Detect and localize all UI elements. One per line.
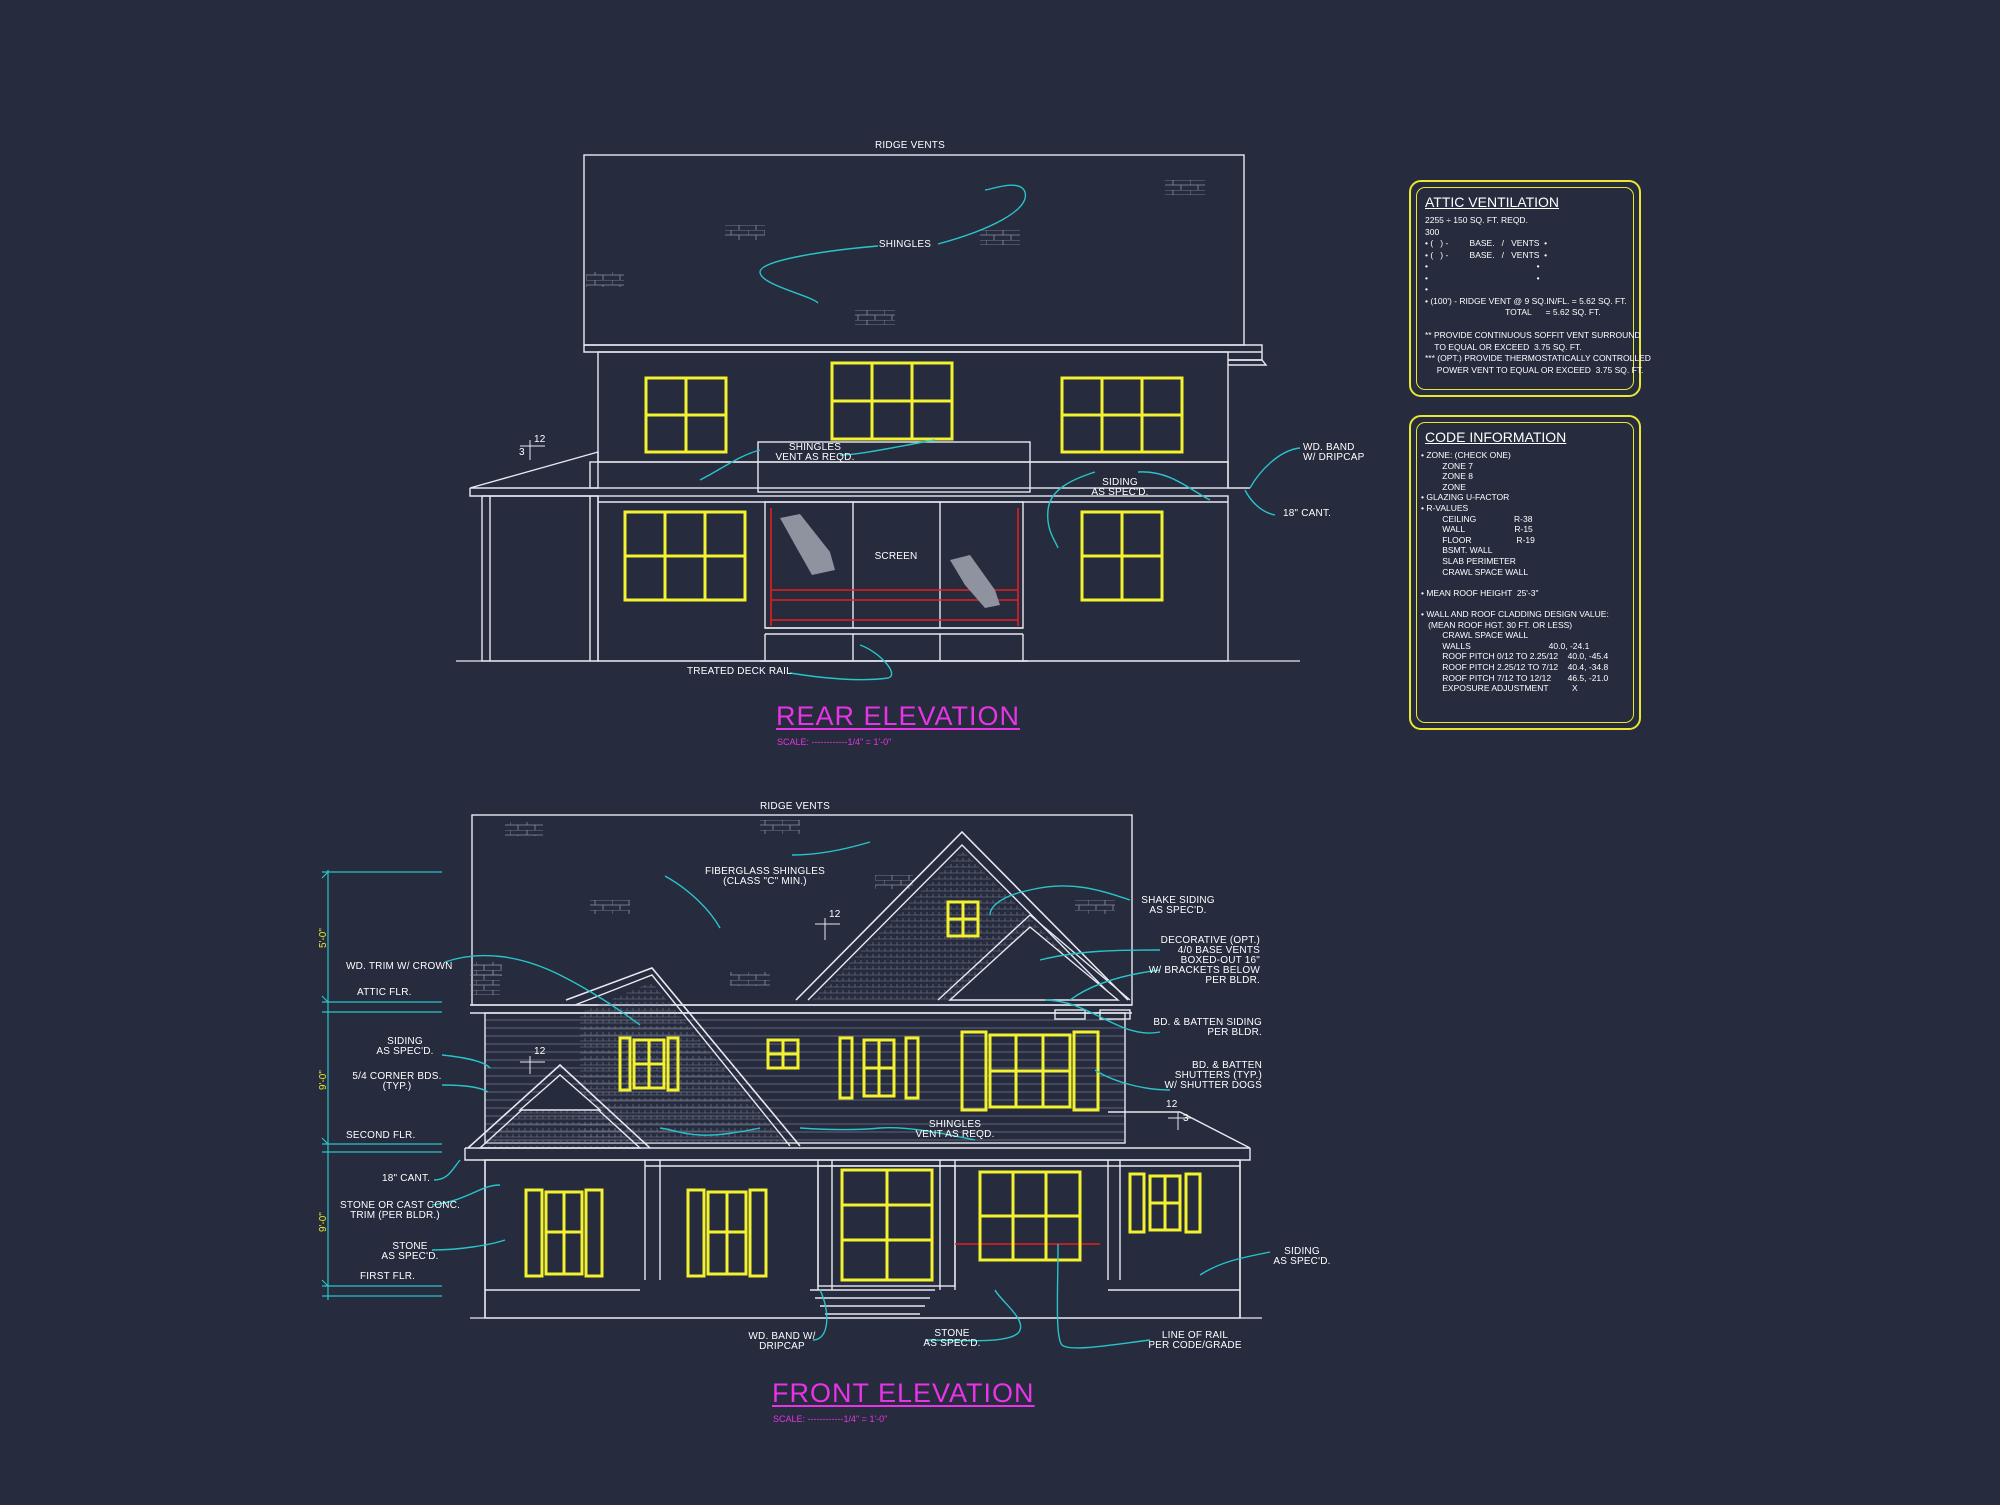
front-pitch-c: 12 — [1166, 1099, 1178, 1110]
pitch-symbols — [520, 440, 1192, 1130]
note-line: 300 — [1425, 226, 1440, 237]
note-line: EXPOSURE ADJUSTMENT x — [1421, 683, 1578, 694]
note-line: ZONE — [1421, 481, 1466, 492]
front-wd-trim-label: WD. TRIM W/ CROWN — [346, 961, 453, 972]
level-dimension-lines — [321, 870, 442, 1300]
note-line: TO EQUAL OR EXCEED 3.75 SQ. FT. — [1425, 341, 1582, 352]
front-first-flr-label: FIRST FLR. — [360, 1271, 416, 1282]
note-line: FLOOR R-19 — [1421, 534, 1535, 545]
note-line: • ( ) - BASE. / VENTS • — [1425, 249, 1548, 260]
front-wd-band-label: WD. BAND W/ DRIPCAP — [748, 1331, 816, 1352]
rear-deck-rail-label: TREATED DECK RAIL — [687, 666, 792, 677]
front-elevation-scale: SCALE: ------------1/4" = 1'-0" — [773, 1414, 888, 1424]
front-stone2-label: STONE AS SPEC'D. — [923, 1328, 981, 1349]
dimension-attic: 5'-0" — [318, 928, 329, 948]
front-shake-siding-label: SHAKE SIDING AS SPEC'D. — [1141, 895, 1215, 916]
note-line: • GLAZING U-FACTOR — [1421, 492, 1510, 503]
note-line: • ZONE: (CHECK ONE) — [1421, 450, 1511, 460]
note-line: WALLS 40.0, -24.1 — [1421, 640, 1590, 651]
rear-screen-label: SCREEN — [874, 551, 918, 562]
rear-windows — [623, 361, 1184, 602]
note-line: ZONE 7 — [1421, 460, 1473, 471]
rear-shingles-label: SHINGLES — [878, 239, 932, 250]
note-line: CEILING R-38 — [1421, 513, 1533, 524]
rear-elevation-title: REAR ELEVATION — [776, 701, 1021, 731]
front-attic-flr-label: ATTIC FLR. — [357, 987, 412, 998]
note-line: ** PROVIDE CONTINUOUS SOFFIT VENT SURROU… — [1425, 330, 1641, 340]
note-line: BSMT. WALL — [1421, 545, 1493, 556]
dimension-first: 9'-0" — [318, 1212, 329, 1232]
rear-pitch-rise: 12 — [534, 434, 546, 445]
front-decorative-label: DECORATIVE (OPT.) 4/0 BASE VENTS BOXED-O… — [1148, 935, 1260, 986]
front-pitch-c-run: 3 — [1183, 1113, 1189, 1124]
code-information-border — [1416, 422, 1634, 723]
note-line: • • — [1425, 261, 1540, 271]
screen-glare — [780, 514, 1000, 608]
note-line: (MEAN ROOF HGT. 30 ft. OR LESS) — [1421, 619, 1573, 630]
code-information-panel: CODE INFORMATION • ZONE: (CHECK ONE) ZON… — [1409, 415, 1641, 730]
rear-siding-label: SIDING AS SPEC'D. — [1091, 477, 1149, 498]
front-batten-siding-label: BD. & BATTEN SIDING PER BLDR. — [1153, 1017, 1262, 1038]
front-batten-shutters-label: BD. & BATTEN SHUTTERS (TYP.) W/ SHUTTER … — [1164, 1060, 1262, 1091]
note-line: CRAWL SPACE WALL — [1421, 630, 1529, 641]
note-line: • MEAN ROOF HEIGHT 25'-3" — [1421, 587, 1539, 598]
note-line: ROOF PITCH 0/12 TO 2.25/12 40.0, -45.4 — [1421, 651, 1609, 662]
roof-texture — [470, 965, 500, 995]
rear-vent-label: SHINGLES VENT AS REQD. — [775, 442, 855, 463]
front-pitch-b: 12 — [534, 1046, 546, 1057]
note-line: SLAB PERIMETER — [1421, 556, 1516, 566]
front-windows — [524, 900, 1202, 1282]
note-line: TOTAL = 5.62 SQ. FT. — [1425, 307, 1601, 317]
note-line: • WALL AND ROOF CLADDING DESIGN VALUE: — [1421, 609, 1609, 619]
note-line: POWER VENT TO EQUAL OR EXCEED 3.75 SQ. F… — [1425, 364, 1644, 375]
front-corner-bds-label: 5/4 CORNER BDS. (TYP.) — [352, 1071, 442, 1092]
rear-elevation-scale: SCALE: ------------1/4" = 1'-0" — [777, 737, 892, 747]
note-line: ZONE 8 — [1421, 471, 1473, 482]
attic-ventilation-border — [1416, 187, 1634, 390]
rear-band-label: WD. BAND W/ DRIPCAP — [1303, 442, 1365, 463]
front-vent-label: SHINGLES VENT AS REQD. — [915, 1119, 995, 1140]
front-siding-label: SIDING AS SPEC'D. — [376, 1036, 434, 1057]
note-line: *** (OPT.) PROVIDE THERMOSTATICALLY CONT… — [1425, 353, 1651, 363]
note-line: • (100') - RIDGE VENT @ 9 sq.in/FL. = 5.… — [1425, 295, 1627, 306]
note-line: CRAWL SPACE WALL — [1421, 566, 1529, 577]
dimension-second: 9'-0" — [318, 1070, 329, 1090]
front-stone-label: STONE AS SPEC'D. — [381, 1241, 439, 1262]
note-line: 2255 ÷ 150 sq. ft. REQD. — [1425, 215, 1528, 225]
code-information-title: CODE INFORMATION — [1425, 429, 1567, 445]
note-line: WALL R-15 — [1421, 524, 1533, 535]
note-line: ROOF PITCH 2.25/12 TO 7/12 40.4, -34.8 — [1421, 662, 1609, 672]
attic-ventilation-title: ATTIC VENTILATION — [1425, 194, 1560, 210]
note-line: • ( ) - BASE. / VENTS • — [1425, 238, 1548, 248]
leader-lines — [431, 184, 1301, 1349]
front-second-flr-label: SECOND FLR. — [346, 1130, 416, 1141]
note-line: ROOF PITCH 7/12 TO 12/12 46.5, -21.0 — [1421, 672, 1609, 683]
front-ridge-vents-label: RIDGE VENTS — [760, 801, 830, 812]
front-cant-label: 18" CANT. — [382, 1173, 431, 1184]
front-rail-label: LINE OF RAIL PER CODE/GRADE — [1148, 1330, 1242, 1351]
rear-elevation-drawing — [456, 154, 1300, 662]
note-line: • R-VALUES — [1421, 503, 1469, 513]
rear-ridge-vents-label: RIDGE VENTS — [875, 140, 945, 151]
rear-pitch-run: 3 — [519, 447, 525, 458]
front-stone-trim-label: STONE OR CAST CONC. TRIM (PER BLDR.) — [340, 1200, 461, 1221]
note-line: • • — [1425, 272, 1540, 283]
note-line: • — [1425, 284, 1428, 294]
front-fiberglass-label: FIBERGLASS SHINGLES (CLASS "C" MIN.) — [705, 866, 825, 887]
rear-cant-label: 18" CANT. — [1283, 508, 1332, 519]
front-pitch-a: 12 — [829, 909, 841, 920]
front-siding-right-label: SIDING AS SPEC'D. — [1273, 1246, 1331, 1267]
attic-ventilation-panel: ATTIC VENTILATION 2255 ÷ 150 sq. ft. REQ… — [1409, 180, 1651, 397]
front-elevation-title: FRONT ELEVATION — [772, 1378, 1035, 1408]
